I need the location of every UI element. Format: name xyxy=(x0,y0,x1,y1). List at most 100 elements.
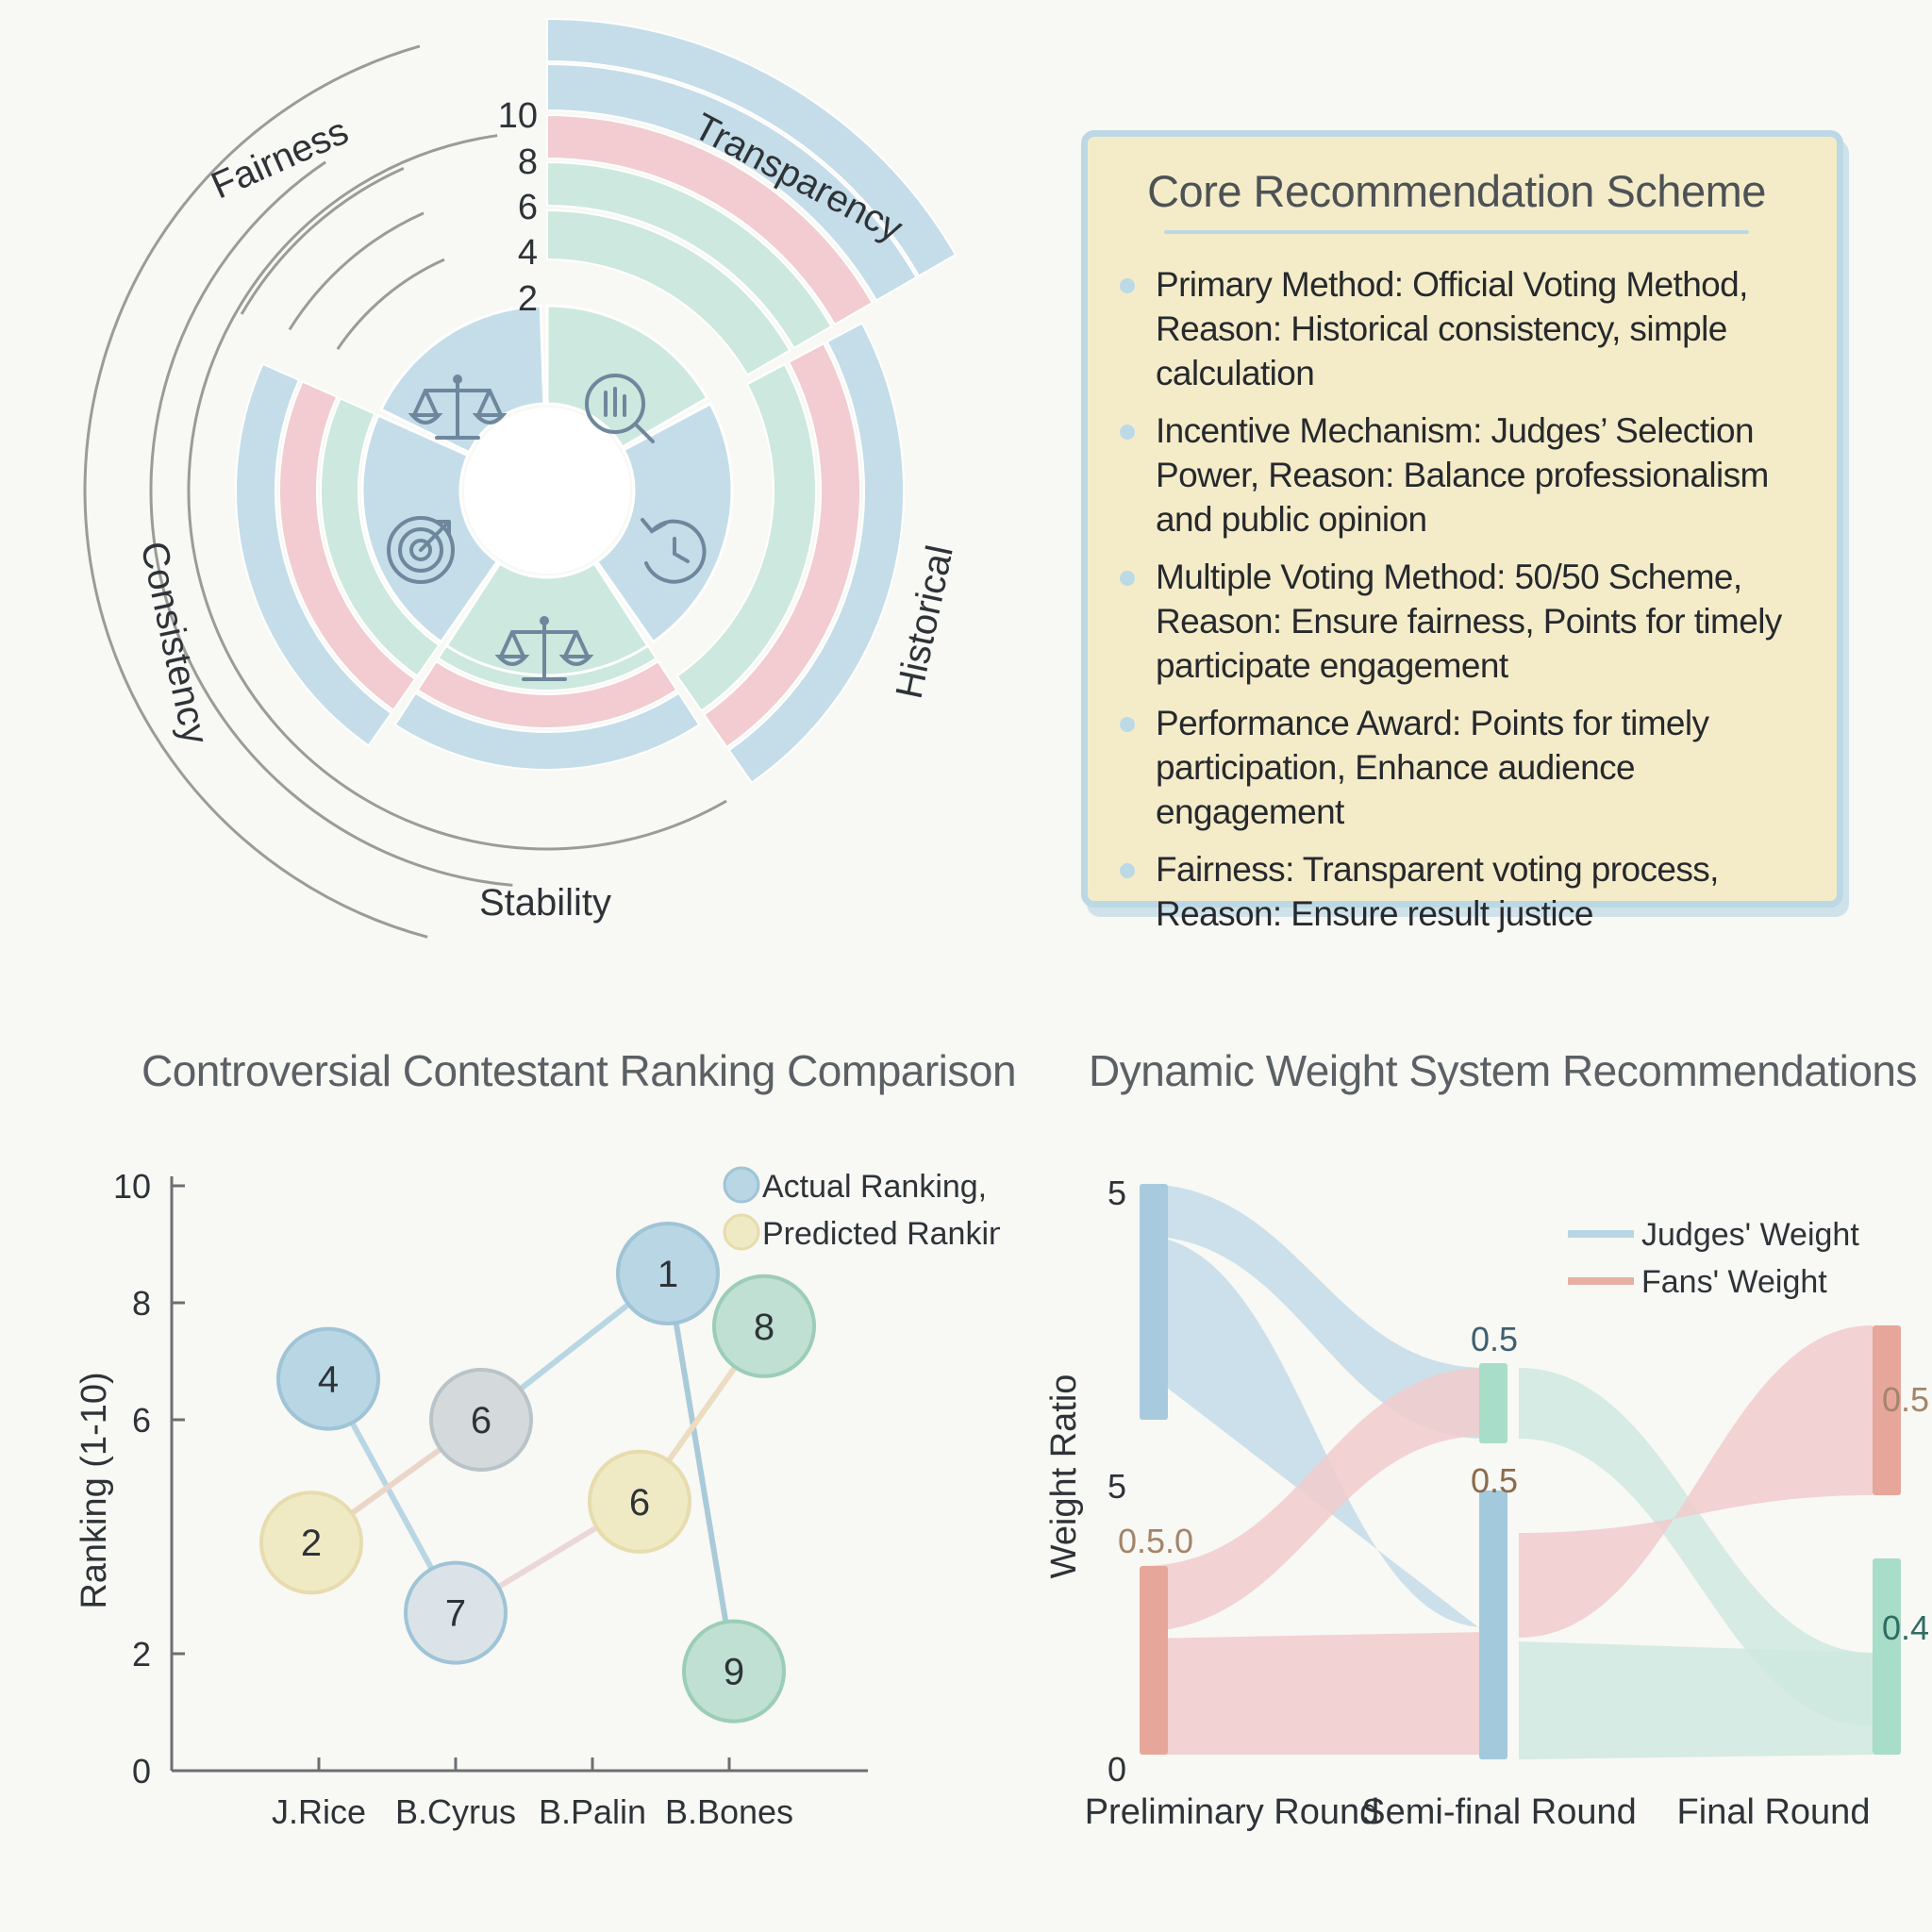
recommendation-card: Core Recommendation Scheme Primary Metho… xyxy=(1081,130,1843,933)
legend-swatch-actual xyxy=(723,1166,760,1204)
score-band xyxy=(702,341,861,749)
center-hole xyxy=(464,408,630,574)
list-item-text: Primary Method: Official Voting Method, … xyxy=(1156,265,1748,392)
data-point xyxy=(682,1619,786,1724)
y-tick-label: 6 xyxy=(132,1401,151,1440)
score-band xyxy=(416,659,678,729)
value-label: 0.5 xyxy=(1471,1461,1518,1500)
ranking-chart-title: Controversial Contestant Ranking Compari… xyxy=(142,1046,1017,1095)
data-point xyxy=(616,1222,720,1325)
weight-flow xyxy=(1141,1368,1486,1632)
data-label: 6 xyxy=(471,1400,491,1441)
y-tick-label: 10 xyxy=(113,1167,151,1206)
value-label: 0.4 xyxy=(1882,1608,1929,1647)
data-point xyxy=(404,1560,508,1665)
score-band xyxy=(727,322,905,785)
value-label: 0.5 xyxy=(1471,1320,1518,1358)
data-label: 2 xyxy=(301,1523,322,1564)
data-label: 7 xyxy=(445,1593,466,1635)
list-item: Multiple Voting Method: 50/50 Scheme, Re… xyxy=(1120,555,1793,688)
data-label: 9 xyxy=(724,1652,744,1693)
connector-lines xyxy=(309,1271,767,1673)
weight-flow xyxy=(1519,1368,1873,1726)
weight-flow xyxy=(1141,1236,1486,1633)
legend-label: Actual Ranking, xyxy=(762,1169,987,1205)
x-tick-label: J.Rice xyxy=(272,1792,366,1831)
data-label: 8 xyxy=(754,1307,774,1348)
x-tick-label: B.Bones xyxy=(665,1792,793,1831)
weight-chart-title: Dynamic Weight System Recommendations xyxy=(1089,1046,1917,1095)
stage-label: Preliminary Round xyxy=(1085,1792,1380,1832)
list-item-text: Multiple Voting Method: 50/50 Scheme, Re… xyxy=(1156,558,1782,685)
list-item-text: Fairness: Transparent voting process, Re… xyxy=(1156,850,1719,933)
legend-label: Predicted Ranking xyxy=(762,1216,1000,1252)
score-band xyxy=(320,397,441,677)
y-tick-label: 5 xyxy=(1108,1174,1126,1212)
list-item-text: Incentive Mechanism: Judges’ Selection P… xyxy=(1156,411,1769,539)
score-band xyxy=(546,113,874,326)
scales-icon xyxy=(408,375,508,440)
data-point xyxy=(712,1274,816,1378)
bullet-dot xyxy=(1120,425,1135,440)
scale-label: 8 xyxy=(518,142,538,182)
dimension-label: Stability xyxy=(479,882,611,924)
radial-icons xyxy=(387,374,707,681)
dimension-label: Fairness xyxy=(206,110,355,208)
y-tick-label: 8 xyxy=(132,1284,151,1323)
guide-arc xyxy=(336,258,445,350)
legend-swatch-predicted xyxy=(723,1213,760,1251)
weight-flow xyxy=(1519,1325,1873,1638)
value-labels: 0.5.0 0.5 0.5 0.5 0.4 xyxy=(1118,1320,1929,1647)
x-tick-label: B.Palin xyxy=(539,1792,646,1831)
score-band xyxy=(546,17,958,277)
scales-icon xyxy=(494,616,594,681)
list-item: Primary Method: Official Voting Method, … xyxy=(1120,262,1793,395)
connector-line xyxy=(665,1273,737,1673)
y-axis-label: Ranking (1-10) xyxy=(75,1372,114,1608)
bullet-dot xyxy=(1120,717,1135,732)
target-icon xyxy=(387,516,455,584)
bullet-dot xyxy=(1120,278,1135,293)
weight-flows xyxy=(1141,1184,1873,1759)
score-band xyxy=(546,62,918,302)
score-band xyxy=(675,362,817,712)
data-point xyxy=(429,1368,533,1472)
y-axis-label: Weight Ratio xyxy=(1044,1374,1084,1579)
weight-flow xyxy=(1519,1641,1873,1759)
list-item-text: Performance Award: Points for timely par… xyxy=(1156,704,1709,831)
radial-scale-labels: 10 8 6 4 2 xyxy=(498,96,538,319)
weight-flow xyxy=(1141,1184,1486,1439)
y-tick-label: 0 xyxy=(1108,1750,1126,1789)
history-clock-icon xyxy=(641,518,707,584)
bullet-dot xyxy=(1120,571,1135,586)
data-point xyxy=(259,1491,363,1595)
y-tick-label: 2 xyxy=(132,1635,151,1674)
stage-node xyxy=(1140,1566,1168,1755)
recommendation-list: Primary Method: Official Voting Method, … xyxy=(1120,262,1793,936)
list-item: Fairness: Transparent voting process, Re… xyxy=(1120,847,1793,936)
guide-arc xyxy=(83,44,428,939)
score-band xyxy=(546,160,833,350)
data-label: 4 xyxy=(318,1359,339,1401)
scale-label: 6 xyxy=(518,188,538,227)
scale-label: 4 xyxy=(518,233,538,273)
guide-arc xyxy=(240,166,405,315)
value-label: 0.5 xyxy=(1882,1380,1929,1419)
list-item: Incentive Mechanism: Judges’ Selection P… xyxy=(1120,408,1793,541)
scale-label: 2 xyxy=(518,279,538,319)
data-label: 1 xyxy=(658,1254,678,1295)
value-label: 0.5.0 xyxy=(1118,1522,1193,1560)
score-band xyxy=(393,691,701,771)
stage-node xyxy=(1873,1325,1901,1495)
scale-label: 10 xyxy=(498,96,538,136)
dimension-label: Historical xyxy=(889,541,961,702)
stage-label: Final Round xyxy=(1677,1792,1871,1832)
score-band xyxy=(235,362,393,747)
data-point xyxy=(588,1449,691,1554)
